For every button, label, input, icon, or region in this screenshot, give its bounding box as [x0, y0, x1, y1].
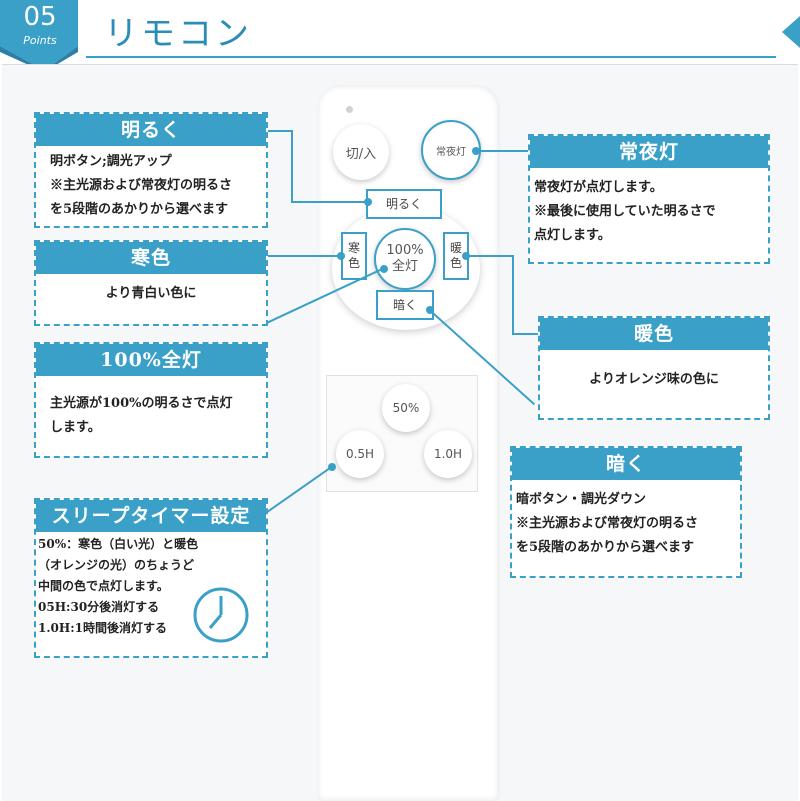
callout-full-line: 主光源が100%の明るさで点灯 — [50, 396, 233, 411]
callout-brighter-title: 明るく — [36, 114, 266, 146]
brighter-button[interactable]: 明るく — [366, 189, 442, 219]
callout-night-light: 常夜灯 常夜灯が点灯します。 ※最後に使用していた明るさで 点灯します。 — [528, 134, 770, 264]
callout-brighter: 明るく 明ボタン;調光アップ ※主光源および常夜灯の明るさ を5段階のあかりから… — [34, 112, 268, 228]
points-number: 05 — [23, 2, 57, 32]
timer-10h-button[interactable]: 1.0H — [424, 430, 472, 478]
callout-night-line: 点灯します。 — [534, 228, 611, 243]
callout-night-title: 常夜灯 — [530, 136, 768, 168]
callout-darker-line: ※主光源および常夜灯の明るさ — [516, 516, 699, 531]
callout-brighter-line: ※主光源および常夜灯の明るさ — [50, 178, 233, 193]
callout-sleep-title: スリープタイマー設定 — [36, 500, 266, 532]
points-label: Points — [23, 34, 57, 47]
callout-darker: 暗く 暗ボタン・調光ダウン ※主光源および常夜灯の明るさ を5段階のあかりから選… — [510, 446, 742, 578]
callout-warm: 暖色 よりオレンジ味の色に — [538, 316, 770, 420]
darker-button[interactable]: 暗く — [376, 290, 434, 320]
callout-sleep-line: 1.0H:1時間後消灯する — [38, 621, 167, 635]
callout-sleep-line: 中間の色で点灯します。 — [38, 579, 169, 593]
callout-sleep-timer: スリープタイマー設定 50%：寒色（白い光）と暖色 （オレンジの光）のちょうど … — [34, 498, 268, 658]
callout-cool-title: 寒色 — [36, 242, 266, 274]
full-light-button[interactable]: 100% 全灯 — [374, 228, 436, 290]
callout-brighter-line: 明ボタン;調光アップ — [50, 154, 172, 169]
callout-darker-title: 暗く — [512, 448, 740, 480]
callout-full-title: 100%全灯 — [36, 344, 266, 376]
points-badge — [0, 0, 78, 68]
night-light-button[interactable]: 常夜灯 — [421, 120, 481, 180]
callout-sleep-line: 50%：寒色（白い光）と暖色 — [38, 537, 199, 551]
callout-sleep-line: 05H:30分後消灯する — [38, 600, 160, 614]
callout-sleep-line: （オレンジの光）のちょうど — [38, 558, 195, 572]
clock-icon — [193, 587, 249, 643]
page-title: リモコン — [104, 14, 252, 54]
callout-full: 100%全灯 主光源が100%の明るさで点灯 します。 — [34, 342, 268, 458]
header-end-marker — [782, 16, 800, 48]
header-rule — [86, 56, 776, 58]
callout-darker-line: 暗ボタン・調光ダウン — [516, 492, 647, 507]
callout-cool-line: より青白い色に — [105, 286, 197, 301]
callout-warm-title: 暖色 — [540, 318, 768, 350]
callout-night-line: 常夜灯が点灯します。 — [534, 180, 663, 195]
remote-led — [346, 106, 353, 113]
callout-cool: 寒色 より青白い色に — [34, 240, 268, 326]
callout-brighter-line: を5段階のあかりから選べます — [50, 202, 229, 217]
callout-full-line: します。 — [50, 420, 101, 435]
timer-05h-button[interactable]: 0.5H — [336, 430, 384, 478]
callout-darker-line: を5段階のあかりから選べます — [516, 540, 695, 555]
power-button[interactable]: 切/入 — [333, 124, 389, 180]
timer-50-button[interactable]: 50% — [382, 384, 430, 432]
callout-night-line: ※最後に使用していた明るさで — [534, 204, 716, 219]
callout-warm-line: よりオレンジ味の色に — [589, 372, 719, 387]
